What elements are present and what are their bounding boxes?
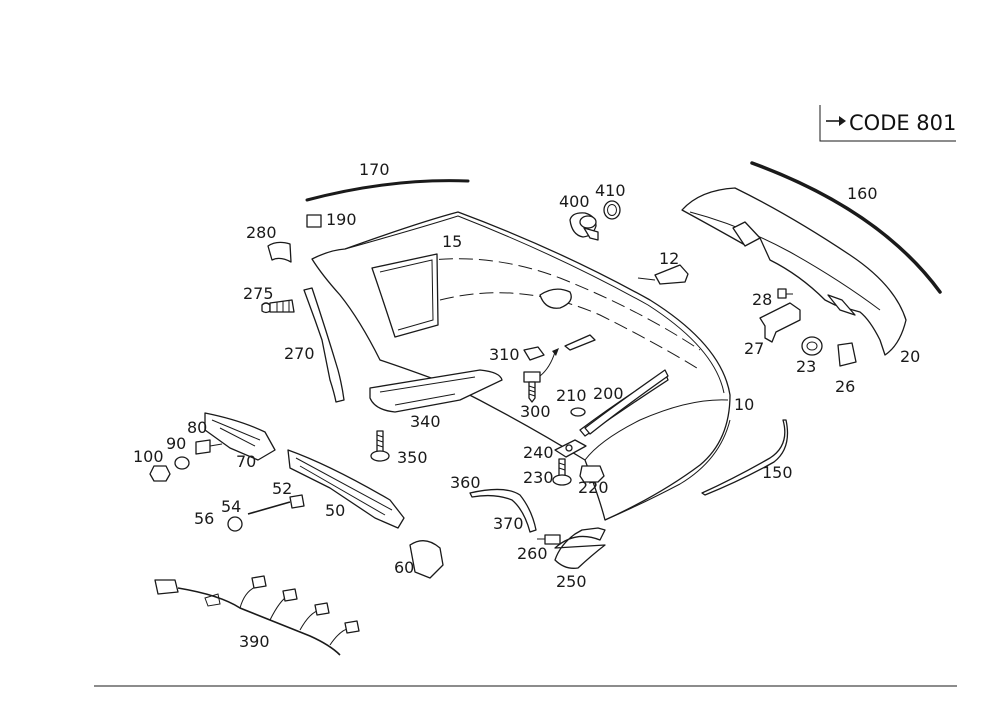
label-270: 270	[284, 344, 315, 363]
label-10: 10	[734, 395, 754, 414]
code-box: CODE 801	[819, 105, 956, 142]
label-150: 150	[762, 463, 793, 482]
part-54-washer	[227, 516, 243, 532]
part-170-trim-strip	[305, 179, 470, 202]
label-280: 280	[246, 223, 277, 242]
label-27: 27	[744, 339, 764, 358]
code-label: CODE 801	[849, 111, 956, 135]
part-200-bracket	[584, 369, 669, 435]
part-300-screw	[523, 371, 541, 403]
part-410-sensor-ring	[603, 200, 621, 220]
part-260-pin	[537, 534, 561, 545]
part-80-bolt	[195, 439, 223, 455]
arrow-right-icon	[839, 116, 846, 126]
label-52: 52	[272, 479, 292, 498]
label-260: 260	[517, 544, 548, 563]
part-27-bracket	[759, 302, 801, 343]
part-230-screw	[552, 458, 572, 486]
part-190-pad	[306, 214, 322, 228]
label-300: 300	[520, 402, 551, 421]
label-340: 340	[410, 412, 441, 431]
label-400: 400	[559, 192, 590, 211]
part-90-washer	[174, 456, 190, 470]
part-310-clip	[523, 346, 545, 361]
part-400-parking-sensor	[569, 212, 599, 241]
label-23: 23	[796, 357, 816, 376]
part-390-wiring-harness	[154, 575, 360, 656]
label-20: 20	[900, 347, 920, 366]
label-70: 70	[236, 452, 256, 471]
label-28: 28	[752, 290, 772, 309]
label-390: 390	[239, 632, 270, 651]
part-360-strip	[469, 488, 537, 533]
label-160: 160	[847, 184, 878, 203]
part-50-bracket	[287, 449, 405, 529]
part-220-nut	[579, 465, 605, 483]
part-250-cover	[554, 527, 606, 569]
part-210-washer	[570, 407, 586, 417]
label-100: 100	[133, 447, 164, 466]
label-210: 210	[556, 386, 587, 405]
label-90: 90	[166, 434, 186, 453]
label-410: 410	[595, 181, 626, 200]
part-100-nut	[149, 465, 171, 482]
part-280-clip	[267, 241, 292, 263]
label-190: 190	[326, 210, 357, 229]
label-275: 275	[243, 284, 274, 303]
label-240: 240	[523, 443, 554, 462]
part-23-nut	[801, 336, 823, 356]
part-160-trim-strip	[750, 161, 942, 294]
label-50: 50	[325, 501, 345, 520]
label-54: 54	[221, 497, 241, 516]
part-150-strip	[701, 419, 789, 496]
part-275-push-pin	[261, 299, 295, 314]
label-56: 56	[194, 509, 214, 528]
label-360: 360	[450, 473, 481, 492]
part-26-clip	[837, 342, 857, 367]
label-200: 200	[593, 384, 624, 403]
label-80: 80	[187, 418, 207, 437]
part-60-bracket	[409, 540, 444, 579]
part-28-screw	[777, 288, 793, 299]
callout-labels: 10 12 15 20 23 26 27 28 50 52 54 56 60 7…	[133, 160, 920, 651]
part-240-clip	[554, 439, 587, 458]
label-250: 250	[556, 572, 587, 591]
part-52-bolt	[247, 494, 305, 515]
part-20-diffuser	[681, 187, 907, 356]
label-15: 15	[442, 232, 462, 251]
label-310: 310	[489, 345, 520, 364]
part-310-arrow	[539, 351, 556, 377]
label-230: 230	[523, 468, 554, 487]
part-350-screw	[370, 430, 390, 462]
label-350: 350	[397, 448, 428, 467]
part-270-bracket	[303, 287, 345, 403]
label-12: 12	[659, 249, 679, 268]
label-60: 60	[394, 558, 414, 577]
label-370: 370	[493, 514, 524, 533]
label-220: 220	[578, 478, 609, 497]
part-12-clip	[637, 264, 689, 285]
part-340-undertray	[369, 369, 503, 413]
label-26: 26	[835, 377, 855, 396]
label-170: 170	[359, 160, 390, 179]
